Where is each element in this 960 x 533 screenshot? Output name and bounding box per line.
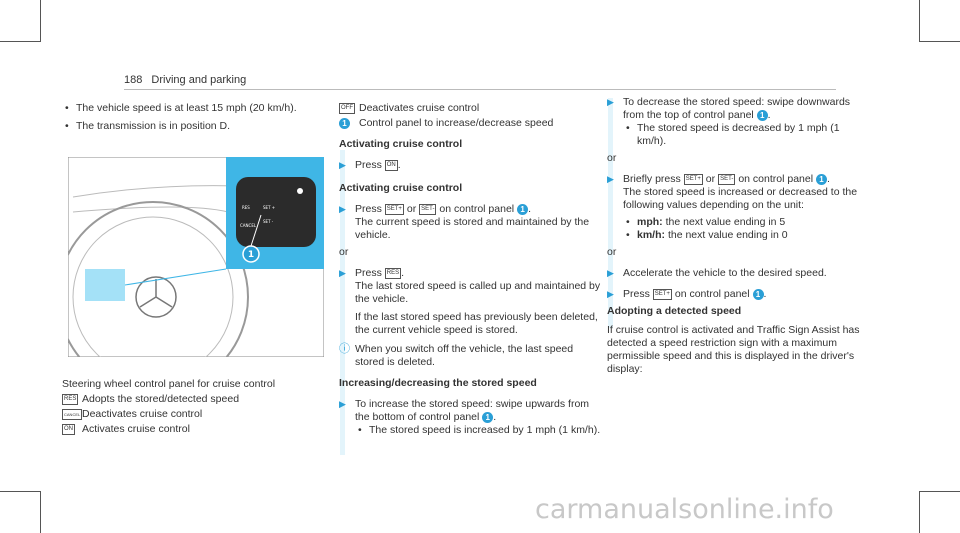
legend-row: 1 Control panel to increase/decrease spe… — [339, 117, 601, 130]
res-label: RES — [242, 205, 250, 210]
step-arrow-icon: ▶ — [607, 97, 614, 107]
callout-badge: 1 — [815, 173, 827, 185]
header-rule — [124, 89, 836, 90]
or-text: or — [339, 246, 349, 258]
set-plus-key-icon: SET+ — [384, 203, 404, 215]
crop-mark — [919, 41, 960, 42]
steering-wheel-rim — [68, 201, 249, 357]
step: ▶ To decrease the stored speed: swipe do… — [607, 96, 869, 148]
page-header: 188 Driving and parking — [124, 74, 246, 86]
on-key-icon: ON — [384, 159, 398, 171]
step: ▶ Press SET+ on control panel 1. — [607, 288, 767, 300]
mph-item: mph: the next value ending in 5 — [623, 216, 869, 229]
crop-mark — [40, 0, 41, 42]
cancel-label: CANCEL — [240, 223, 257, 228]
section-heading: Activating cruise control — [339, 182, 463, 194]
mercedes-star-icon — [135, 276, 177, 318]
set-minus-label: SET - — [263, 219, 274, 224]
crop-mark — [919, 491, 960, 492]
callout-badge: 1 — [752, 288, 764, 300]
crop-mark — [40, 491, 41, 533]
step: ▶ Press ON. — [339, 159, 401, 171]
steering-wheel-figure: RES SET + SET - CANCEL 1 — [68, 157, 324, 357]
or-text: or — [607, 246, 617, 258]
legend-row: OFF Deactivates cruise control — [339, 102, 480, 114]
set-minus-key-icon: SET- — [419, 203, 437, 215]
callout-badge: 1 — [517, 203, 529, 215]
step-bar — [340, 150, 345, 455]
legend-row: ON Activates cruise control — [62, 423, 190, 435]
step-arrow-icon: ▶ — [607, 289, 614, 299]
column-2: OFF Deactivates cruise control 1 Control… — [339, 102, 601, 437]
callout-badge: 1 — [339, 117, 350, 129]
svg-text:1: 1 — [248, 250, 254, 260]
on-key-icon: ON — [62, 423, 75, 435]
paragraph: If cruise control is activated and Traff… — [607, 324, 860, 375]
section-heading: Activating cruise control — [339, 138, 463, 150]
note: ⓘ When you switch off the vehicle, the l… — [339, 343, 574, 368]
res-key-icon: RES — [384, 267, 402, 279]
res-key-icon: RES — [62, 393, 79, 405]
legend-row: CANCEL Deactivates cruise control — [62, 408, 203, 420]
kmh-item: km/h: the next value ending in 0 — [623, 229, 869, 242]
off-key-icon: OFF — [339, 102, 355, 114]
or-text: or — [607, 152, 617, 164]
crop-mark — [919, 491, 920, 533]
set-plus-key-icon: SET+ — [683, 173, 703, 185]
step: ▶ To increase the stored speed: swipe up… — [339, 398, 601, 437]
set-plus-key-icon: SET+ — [652, 288, 672, 300]
section-heading: Adopting a detected speed — [607, 305, 742, 317]
step-arrow-icon: ▶ — [607, 268, 614, 278]
step: ▶ Accelerate the vehicle to the desired … — [607, 267, 827, 279]
legend-row: RES Adopts the stored/detected speed — [62, 393, 240, 405]
condition-transmission: The transmission is in position D. — [62, 120, 324, 133]
watermark: carmanualsonline.info — [535, 494, 834, 525]
step-arrow-icon: ▶ — [339, 160, 346, 170]
set-minus-key-icon: SET- — [718, 173, 736, 185]
section-heading: Increasing/decreasing the stored speed — [339, 377, 537, 389]
cancel-key-icon: CANCEL — [62, 408, 83, 420]
crop-mark — [0, 41, 41, 42]
section-title: Driving and parking — [151, 74, 247, 86]
step-arrow-icon: ▶ — [339, 268, 346, 278]
set-plus-label: SET + — [263, 205, 275, 210]
step-bar — [608, 98, 613, 328]
condition-speed: The vehicle speed is at least 15 mph (20… — [62, 102, 324, 115]
steering-wheel-inner — [72, 216, 234, 357]
step: ▶ Briefly press SET+ or SET- on control … — [607, 173, 869, 242]
step: ▶ Press SET+ or SET- on control panel 1.… — [339, 203, 590, 241]
step-arrow-icon: ▶ — [339, 204, 346, 214]
column-1: The vehicle speed is at least 15 mph (20… — [62, 102, 324, 138]
info-icon: ⓘ — [339, 343, 350, 355]
figure-legend: Steering wheel control panel for cruise … — [62, 378, 324, 438]
callout-badge: 1 — [756, 109, 768, 121]
callout-badge: 1 — [482, 411, 494, 423]
crop-mark — [0, 491, 41, 492]
step-arrow-icon: ▶ — [607, 174, 614, 184]
crop-mark — [919, 0, 920, 42]
step-arrow-icon: ▶ — [339, 399, 346, 409]
control-panel-highlight — [85, 269, 125, 301]
page-number: 188 — [124, 74, 143, 86]
step: ▶ Press RES. The last stored speed is ca… — [339, 267, 601, 336]
figure-caption: Steering wheel control panel for cruise … — [62, 378, 276, 390]
column-3: ▶ To decrease the stored speed: swipe do… — [607, 96, 869, 381]
